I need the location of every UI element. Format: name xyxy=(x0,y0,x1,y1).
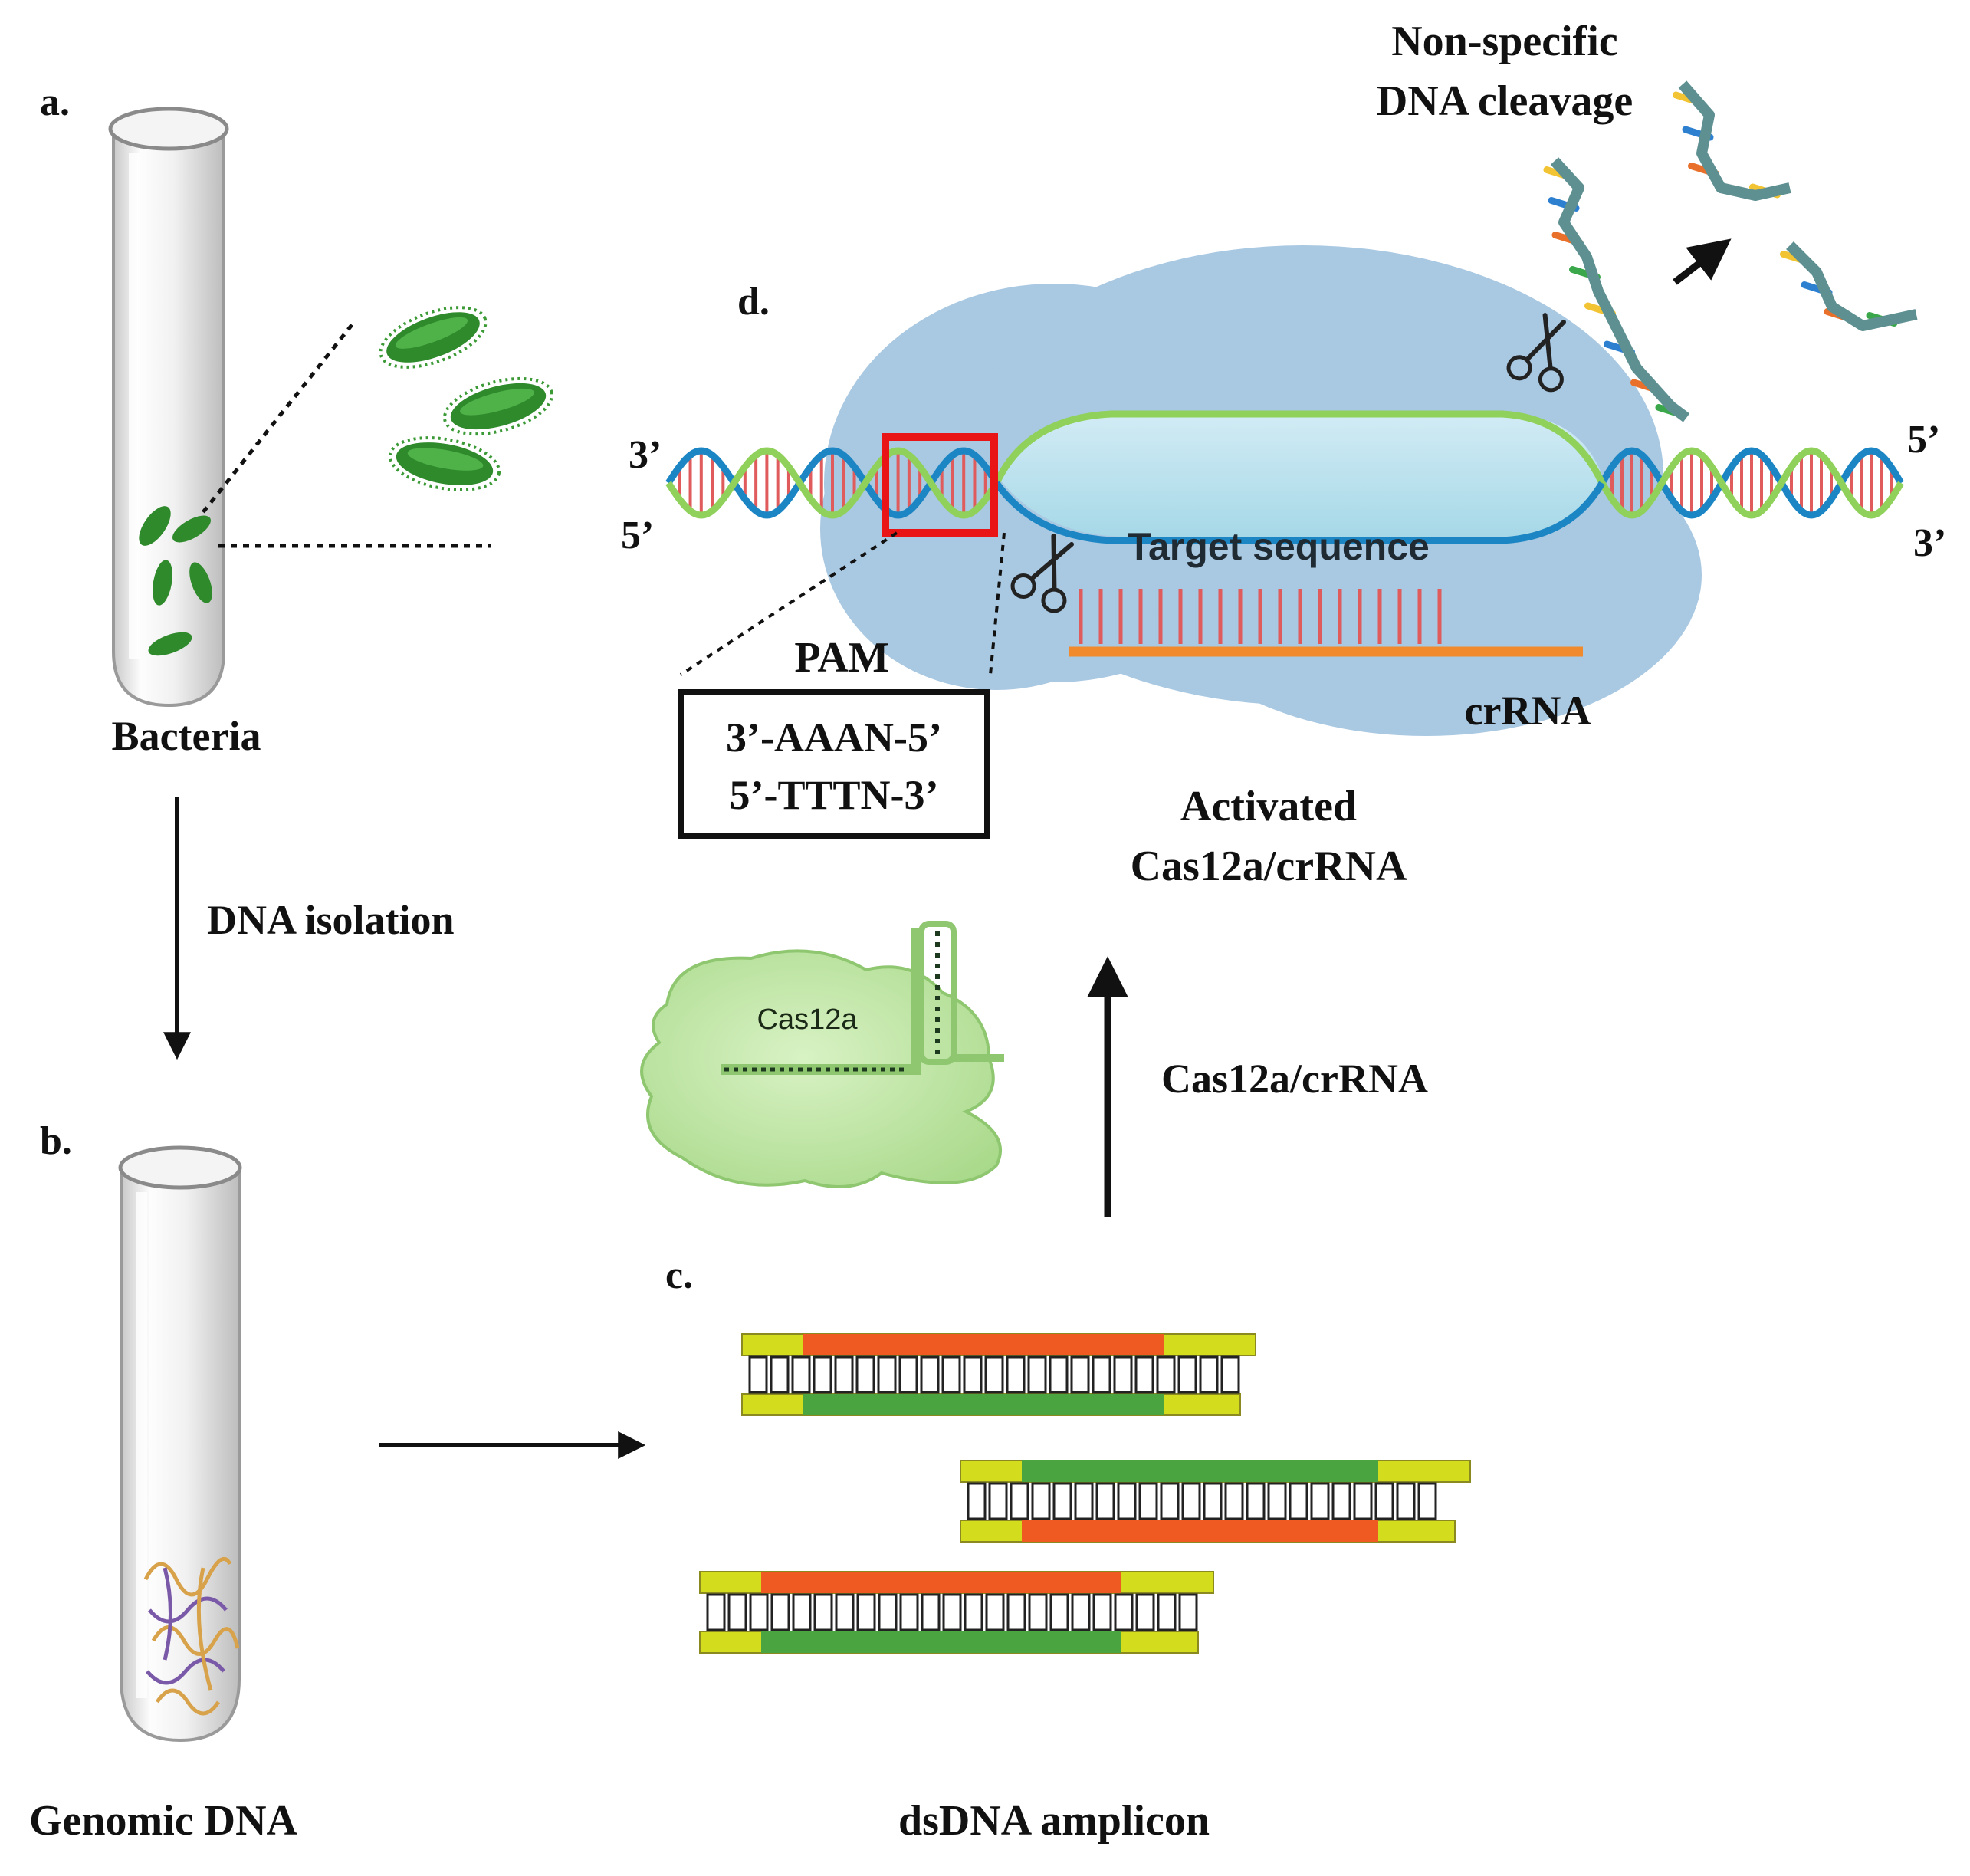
pam-sequence-1: 3’-AAAN-5’ xyxy=(726,715,942,761)
end-right-bottom-label: 3’ xyxy=(1913,521,1946,565)
genomic-dna-icon xyxy=(143,1556,240,1716)
fragment-upper xyxy=(1673,80,1791,201)
fragment-main xyxy=(1543,157,1690,422)
end-right-top-label: 5’ xyxy=(1907,418,1940,462)
genomic-dna-label: Genomic DNA xyxy=(29,1797,298,1845)
activated-label-line2: Cas12a/crRNA xyxy=(1131,843,1407,890)
nonspecific-label-line2: DNA cleavage xyxy=(1377,77,1633,125)
cas12a-protein-label: Cas12a xyxy=(757,1004,859,1036)
bacteria-label: Bacteria xyxy=(112,713,261,759)
cas12a-crrna-step-label: Cas12a/crRNA xyxy=(1161,1056,1428,1102)
dna-isolation-label: DNA isolation xyxy=(207,897,455,943)
pam-highlight-box xyxy=(882,433,998,537)
pam-sequence-box xyxy=(678,689,990,839)
test-tube-icon xyxy=(118,1145,242,1743)
target-bubble xyxy=(996,414,1602,537)
activated-label-line1: Activated xyxy=(1180,783,1357,830)
panel-c-label: c. xyxy=(665,1253,693,1297)
panel-b-label: b. xyxy=(40,1119,72,1163)
dsdna-amplicon-label: dsDNA amplicon xyxy=(898,1797,1210,1845)
panel-d-label: d. xyxy=(737,280,770,324)
pam-label: PAM xyxy=(794,634,888,682)
panel-a-label: a. xyxy=(40,80,70,124)
target-sequence-label: Target sequence xyxy=(1128,525,1430,568)
amplicon-2 xyxy=(960,1460,1471,1543)
crrna-base-pairs xyxy=(1079,589,1442,644)
bacteria-zoom-icon xyxy=(371,294,560,500)
zoom-line-upper xyxy=(202,320,356,514)
end-left-bottom-label: 5’ xyxy=(621,514,654,557)
crrna-label: crRNA xyxy=(1465,688,1591,734)
cas12a-protein-icon xyxy=(640,921,1004,1188)
dna-fragment-icon xyxy=(1543,80,1918,422)
amplicon-3 xyxy=(699,1571,1214,1654)
target-dsdna xyxy=(665,410,1904,544)
pam-sequence-2: 5’-TTTN-3’ xyxy=(730,772,939,818)
fragment-right xyxy=(1780,241,1918,331)
amplicon-1 xyxy=(741,1333,1256,1416)
cleavage-arrow xyxy=(1673,238,1732,285)
nonspecific-label-line1: Non-specific xyxy=(1391,18,1618,65)
test-tube-icon xyxy=(108,107,229,708)
bacteria-icon xyxy=(139,506,212,656)
amplicon-group xyxy=(699,1333,1471,1654)
end-left-top-label: 3’ xyxy=(629,433,662,477)
